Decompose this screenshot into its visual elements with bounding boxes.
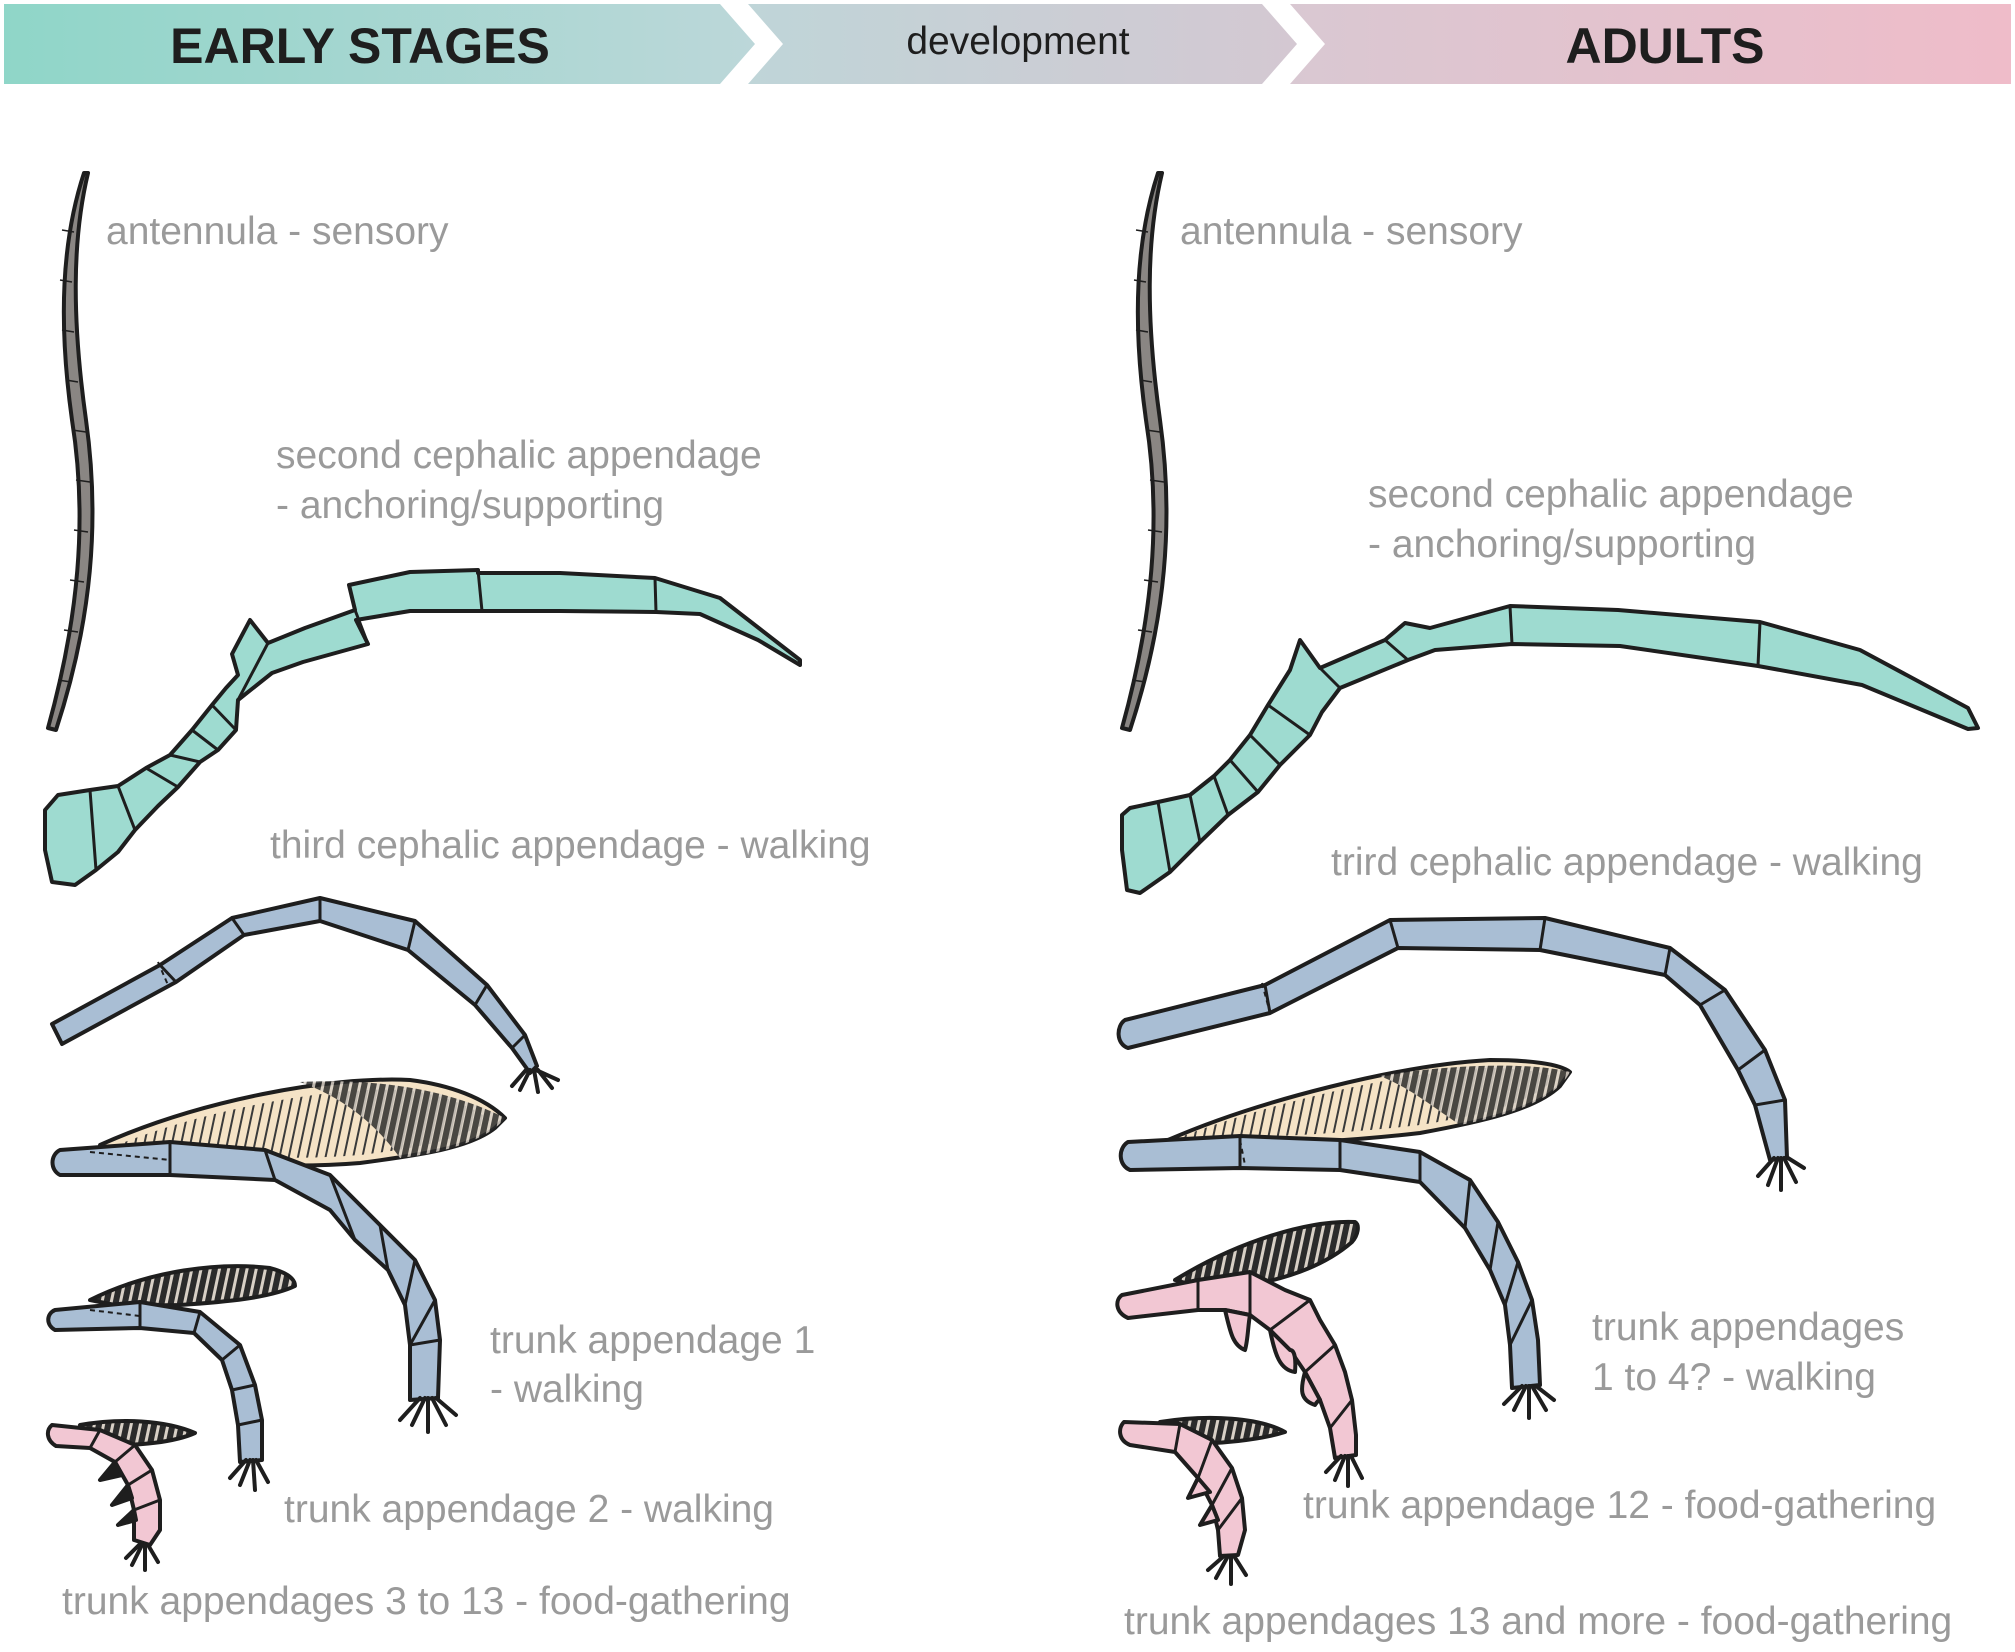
early-trunk-appendage-2-drawing xyxy=(46,1264,297,1492)
header-arrow-early xyxy=(4,4,755,84)
header-development: development xyxy=(906,20,1129,63)
adult-trunk-appendage-12-drawing xyxy=(1115,1219,1364,1488)
header-early-stages: EARLY STAGES xyxy=(170,18,550,74)
early-stages-column: antennula - sensory second cephalic appe… xyxy=(43,171,871,1623)
header-banner: EARLY STAGES development ADULTS xyxy=(4,4,2011,84)
adult-second-cephalic-drawing xyxy=(1120,604,1980,895)
early-third-cephalic-drawing xyxy=(50,896,560,1094)
early-trunk-appendage-1-drawing xyxy=(50,1077,507,1434)
adult-antennula-drawing xyxy=(1120,171,1169,732)
adult-trunk-1-4-label-line2: 1 to 4? - walking xyxy=(1592,1356,1876,1399)
adult-second-cephalic-label-line2: - anchoring/supporting xyxy=(1368,523,1756,566)
header-adults: ADULTS xyxy=(1565,18,1764,74)
early-antennula-drawing xyxy=(46,171,95,732)
early-antennula-label: antennula - sensory xyxy=(106,210,449,253)
early-second-cephalic-drawing xyxy=(43,568,802,887)
early-trunk-appendage-3-drawing xyxy=(45,1419,197,1572)
early-trunk-1-label-line1: trunk appendage 1 xyxy=(490,1319,815,1362)
adult-third-cephalic-label: trird cephalic appendage - walking xyxy=(1331,841,1923,884)
adult-third-cephalic-drawing xyxy=(1116,916,1806,1192)
early-trunk-1-label-line2: - walking xyxy=(490,1368,644,1411)
early-second-cephalic-label-line2: - anchoring/supporting xyxy=(276,484,664,527)
adult-trunk-12-label: trunk appendage 12 - food-gathering xyxy=(1303,1484,1936,1527)
early-trunk-3-label: trunk appendages 3 to 13 - food-gatherin… xyxy=(62,1580,791,1623)
adult-second-cephalic-label-line1: second cephalic appendage xyxy=(1368,473,1854,516)
adult-trunk-appendage-1-drawing xyxy=(1118,1058,1572,1420)
early-trunk-2-label: trunk appendage 2 - walking xyxy=(284,1488,774,1531)
adult-antennula-label: antennula - sensory xyxy=(1180,210,1523,253)
header-arrow-development xyxy=(748,4,1297,84)
adults-column: antennula - sensory second cephalic appe… xyxy=(1115,171,1980,1643)
adult-trunk-13-label: trunk appendages 13 and more - food-gath… xyxy=(1124,1600,1952,1643)
adult-trunk-appendage-13-drawing xyxy=(1118,1415,1287,1586)
adult-trunk-1-4-label-line1: trunk appendages xyxy=(1592,1306,1904,1349)
early-third-cephalic-label: third cephalic appendage - walking xyxy=(270,824,871,867)
header-arrow-adults xyxy=(1290,4,2011,84)
early-second-cephalic-label-line1: second cephalic appendage xyxy=(276,434,762,477)
